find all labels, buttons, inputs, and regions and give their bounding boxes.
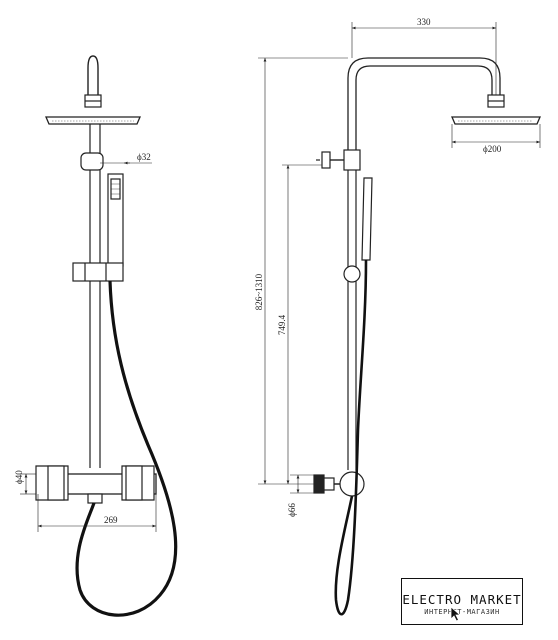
dim-rail-diameter: ϕ32	[137, 152, 151, 162]
electro-market-logo: ELECTRO MARKET ИНТЕРНЕТ-МАГАЗИН	[401, 578, 523, 625]
side-mixer-wall-connector	[313, 474, 325, 494]
logo-tagline: ИНТЕРНЕТ-МАГАЗИН	[424, 608, 500, 616]
side-slider-ball	[343, 265, 361, 283]
front-shower-neck	[87, 55, 99, 95]
front-hose	[75, 280, 178, 617]
dim-total-height: 826~1310	[254, 273, 264, 310]
side-dimensions	[258, 22, 541, 494]
dim-head-diameter: ϕ200	[483, 144, 502, 154]
front-dimensions	[20, 161, 157, 532]
side-view	[313, 57, 541, 616]
front-slider-holder	[72, 262, 124, 282]
side-top-arm	[347, 57, 501, 158]
front-view	[35, 55, 178, 617]
side-hose	[334, 259, 368, 616]
front-upper-bracket	[80, 152, 104, 171]
logo-title: ELECTRO MARKET	[402, 592, 522, 607]
dim-mixer-diameter-side: ϕ66	[287, 503, 297, 517]
side-upper-bracket	[343, 149, 361, 171]
cursor-icon	[450, 606, 462, 622]
side-mixer-body	[339, 471, 365, 497]
dim-rail-height: 749.4	[277, 314, 287, 335]
front-shower-head	[45, 116, 141, 125]
dim-mixer-diameter-front: ϕ40	[14, 470, 24, 484]
front-mixer-outlet	[87, 493, 103, 504]
side-hand-shower	[361, 177, 373, 261]
side-wall-valve	[321, 151, 331, 169]
side-shower-head	[451, 116, 541, 125]
dim-mixer-width: 269	[104, 515, 118, 525]
dim-arm-length: 330	[417, 17, 431, 27]
